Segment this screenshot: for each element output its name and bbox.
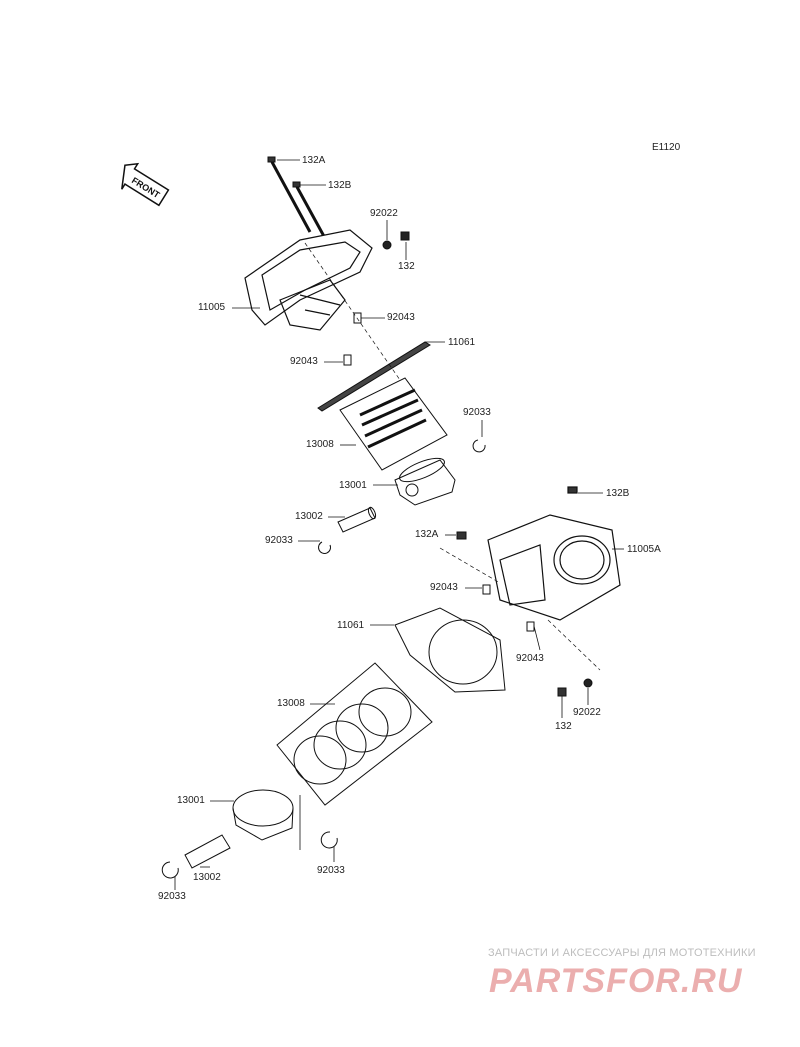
dowel-92043-a <box>353 312 362 324</box>
piston-pin-13002-top <box>337 506 377 533</box>
washer-92022-top <box>382 240 392 250</box>
label-13002-rear[interactable]: 13002 <box>193 872 221 883</box>
label-13008-rear[interactable]: 13008 <box>277 698 305 709</box>
dowel-92043-d <box>526 621 535 632</box>
label-132b-top[interactable]: 132B <box>328 180 352 191</box>
label-11061-rear[interactable]: 11061 <box>337 620 365 631</box>
label-132b-rear[interactable]: 132B <box>606 488 630 499</box>
label-132a-top[interactable]: 132A <box>302 155 326 166</box>
label-92033-a[interactable]: 92033 <box>463 407 491 418</box>
label-132-rear[interactable]: 132 <box>555 721 572 732</box>
watermark-brand: PARTSFOR.RU <box>489 962 743 1000</box>
circlip-92033-b <box>318 541 331 554</box>
label-92043-a[interactable]: 92043 <box>387 312 415 323</box>
guide-lines <box>304 242 601 671</box>
gasket-11061-top <box>317 341 431 412</box>
label-13001-rear[interactable]: 13001 <box>177 795 205 806</box>
label-13008-top[interactable]: 13008 <box>306 439 334 450</box>
label-11005[interactable]: 11005 <box>198 302 226 313</box>
label-92043-d[interactable]: 92043 <box>516 653 544 664</box>
leader-lines <box>174 159 624 890</box>
piston-rings-13008-rear <box>276 662 433 806</box>
label-92033-b[interactable]: 92033 <box>265 535 293 546</box>
cylinder-11005 <box>244 229 373 331</box>
circlip-92033-c <box>161 861 179 879</box>
cylinder-11005a <box>487 486 621 621</box>
watermark-tagline: ЗАПЧАСТИ И АКСЕССУАРЫ ДЛЯ МОТОТЕХНИКИ <box>488 947 756 959</box>
label-13002-top[interactable]: 13002 <box>295 511 323 522</box>
gasket-11061-rear <box>394 607 506 693</box>
front-arrow-icon: FRONT <box>121 162 170 207</box>
bolt-132-top <box>400 231 410 241</box>
washer-92022-rear <box>583 678 593 688</box>
label-92033-c[interactable]: 92033 <box>158 891 186 902</box>
label-92022-top[interactable]: 92022 <box>370 208 398 219</box>
piston-rings-13008-top <box>339 377 448 471</box>
bolt-132-rear <box>557 687 567 697</box>
label-92033-d[interactable]: 92033 <box>317 865 345 876</box>
circlip-92033-d <box>320 831 338 849</box>
diagram-code: E1120 <box>652 142 681 153</box>
piston-13001-rear <box>232 789 294 841</box>
piston-13001-top <box>394 457 456 506</box>
label-132a-rear[interactable]: 132A <box>415 529 439 540</box>
bolt-132a-rear <box>456 531 467 540</box>
dowel-92043-b <box>343 354 352 366</box>
circlip-92033-a <box>472 439 486 453</box>
bolt-132b-top <box>292 181 328 241</box>
label-92043-b[interactable]: 92043 <box>290 356 318 367</box>
label-92043-c[interactable]: 92043 <box>430 582 458 593</box>
piston-pin-13002-rear <box>184 834 231 869</box>
label-13001-top[interactable]: 13001 <box>339 480 367 491</box>
label-92022-rear[interactable]: 92022 <box>573 707 601 718</box>
dowel-92043-c <box>482 584 491 595</box>
label-11005a[interactable]: 11005A <box>627 544 661 555</box>
bolt-132a-top <box>267 156 312 233</box>
label-11061-top[interactable]: 11061 <box>448 337 476 348</box>
label-132-top[interactable]: 132 <box>398 261 415 272</box>
